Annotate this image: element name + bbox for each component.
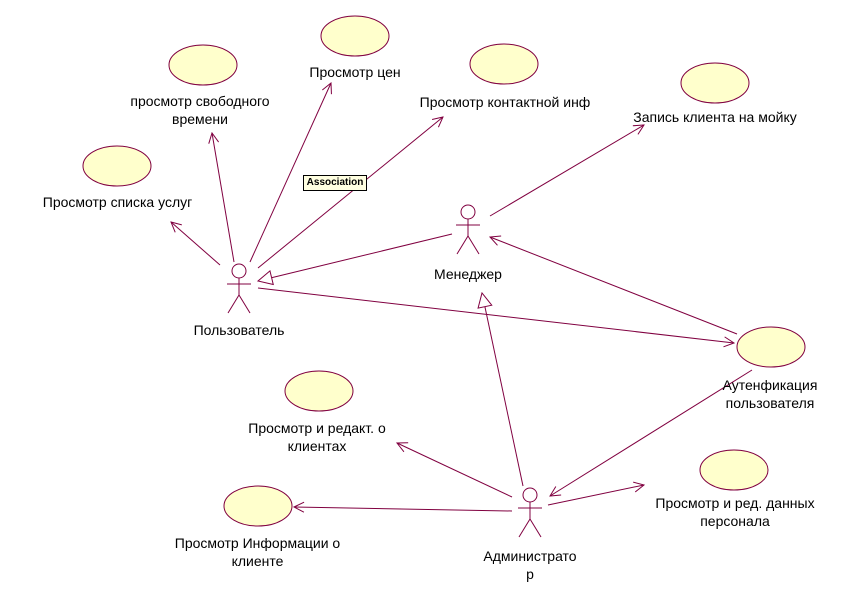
assoc-user-prices[interactable] bbox=[249, 83, 331, 263]
actor-label-admin: Администрато р bbox=[483, 548, 577, 582]
usecase-ellipse-record-client[interactable] bbox=[680, 62, 750, 104]
usecase-ellipse-free-time[interactable] bbox=[168, 44, 238, 86]
usecase-ellipse-contact[interactable] bbox=[469, 43, 539, 85]
usecase-ellipse-edit-clients[interactable] bbox=[284, 370, 354, 412]
usecase-label-edit-clients: Просмотр и редакт. о клиентах bbox=[248, 420, 386, 454]
usecase-ellipse-services[interactable] bbox=[82, 145, 152, 187]
usecase-label-edit-staff: Просмотр и ред. данных персонала bbox=[655, 495, 815, 529]
assoc-manager-record[interactable] bbox=[489, 125, 644, 217]
actor-label-user: Пользователь bbox=[193, 322, 285, 338]
actor-label-manager: Менеджер bbox=[434, 266, 502, 282]
usecase-label-client-info: Просмотр Информации о клиенте bbox=[174, 535, 341, 569]
assoc-admin-edit-staff[interactable] bbox=[547, 485, 644, 506]
generalization-admin-manager[interactable] bbox=[482, 293, 524, 487]
usecase-label-auth: Аутенфикация пользователя bbox=[722, 377, 818, 411]
actor-admin-figure[interactable] bbox=[518, 487, 542, 538]
assoc-auth-admin[interactable] bbox=[550, 369, 753, 496]
assoc-user-free-time[interactable] bbox=[212, 133, 235, 263]
usecase-ellipse-client-info[interactable] bbox=[223, 485, 293, 527]
assoc-admin-edit-clients[interactable] bbox=[397, 443, 513, 498]
usecase-ellipse-prices[interactable] bbox=[320, 15, 390, 57]
generalization-manager-user[interactable] bbox=[258, 233, 453, 281]
usecase-ellipse-auth[interactable] bbox=[736, 326, 806, 368]
actor-manager-figure[interactable] bbox=[456, 204, 480, 255]
assoc-admin-client-info[interactable] bbox=[294, 507, 513, 511]
usecase-label-contact: Просмотр контактной инф bbox=[419, 94, 591, 110]
usecase-label-free-time: просмотр свободного времени bbox=[130, 93, 270, 127]
usecase-label-record-client: Запись клиента на мойку bbox=[633, 109, 797, 125]
usecase-ellipse-edit-staff[interactable] bbox=[699, 449, 769, 491]
association-tooltip: Association bbox=[303, 175, 367, 191]
assoc-user-services[interactable] bbox=[171, 222, 221, 266]
usecase-label-services: Просмотр списка услуг bbox=[42, 194, 193, 210]
assoc-auth-manager[interactable] bbox=[490, 237, 738, 335]
actor-user-figure[interactable] bbox=[227, 263, 251, 314]
assoc-user-auth[interactable] bbox=[257, 287, 734, 343]
usecase-label-prices: Просмотр цен bbox=[309, 64, 401, 80]
assoc-user-contact[interactable] bbox=[257, 117, 443, 269]
